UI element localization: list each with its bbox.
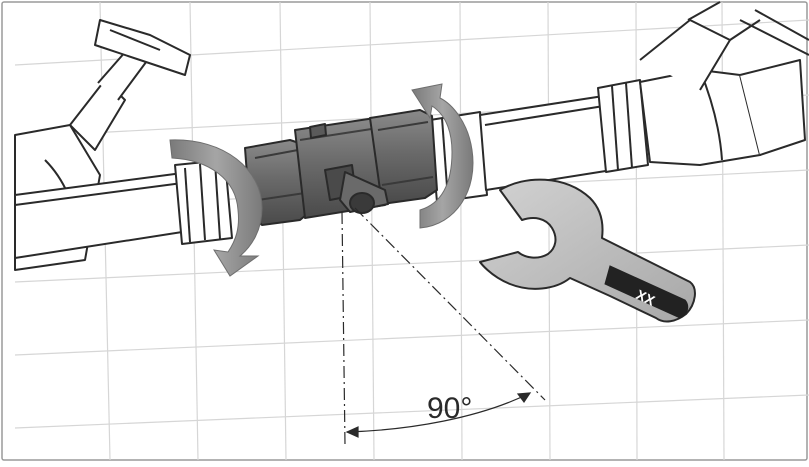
vertical-reference-line	[341, 211, 346, 446]
right-gate-valve	[639, 1, 809, 166]
angle-arc	[346, 392, 531, 433]
wrench: XX	[479, 178, 696, 323]
ball-valve	[244, 109, 438, 226]
angle-label: 90°	[427, 392, 472, 425]
left-rotation-arrow	[169, 139, 263, 277]
right-rotation-arrow	[411, 83, 474, 229]
angle-indicator	[341, 207, 546, 446]
left-pipe	[14, 159, 233, 259]
wrench-label: XX	[634, 286, 658, 309]
angled-reference-line	[354, 207, 546, 401]
